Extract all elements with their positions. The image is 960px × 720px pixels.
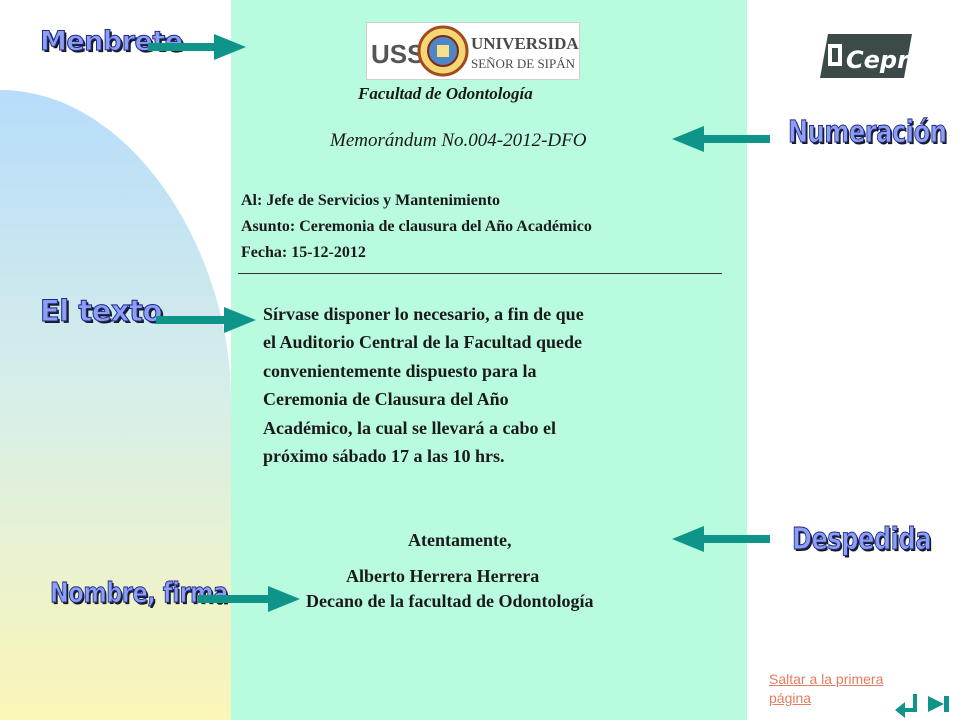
body-line: el Auditorio Central de la Facultad qued… <box>263 332 582 353</box>
arrow-left-icon <box>672 126 770 152</box>
memo-panel <box>231 0 747 720</box>
signer-title: Decano de la facultad de Odontología <box>306 591 594 611</box>
memo-header: Al: Jefe de Servicios y Mantenimiento As… <box>241 188 592 266</box>
arrow-right-icon <box>148 34 246 60</box>
label-membrete: Menbrete <box>40 26 184 58</box>
cepre-logo: Cepre <box>820 34 914 78</box>
label-el-texto: El texto <box>40 294 163 329</box>
body-line: próximo sábado 17 a las 10 hrs. <box>263 446 505 467</box>
university-logo: USS UNIVERSIDAD SEÑOR DE SIPÁN <box>366 22 580 80</box>
logo-line1: UNIVERSIDAD <box>471 34 580 53</box>
label-despedida: Despedida <box>792 522 932 558</box>
arrow-right-icon <box>156 307 256 333</box>
forward-nav-icon[interactable] <box>924 690 952 718</box>
memo-number: Memorándum No.004-2012-DFO <box>330 130 587 151</box>
memo-to: Al: Jefe de Servicios y Mantenimiento <box>241 192 501 209</box>
body-line: Sírvase disponer lo necesario, a fin de … <box>263 304 584 324</box>
cepre-wordmark: Cepre <box>846 46 914 74</box>
first-page-link[interactable]: Saltar a la primera página <box>769 671 884 706</box>
logo-initials: USS <box>371 39 424 69</box>
body-line: Ceremonia de Clausura del Año <box>263 389 509 410</box>
arrow-right-icon <box>198 586 300 612</box>
body-line: convenientemente dispuesto para la <box>263 360 537 381</box>
back-nav-icon[interactable] <box>893 690 921 718</box>
memo-closing: Atentamente, <box>408 530 512 550</box>
logo-line2: SEÑOR DE SIPÁN <box>471 56 576 71</box>
faculty-name: Facultad de Odontología <box>358 84 533 103</box>
arrow-left-icon <box>672 526 770 552</box>
body-line: Académico, la cual se llevará a cabo el <box>263 417 556 438</box>
memo-body: Sírvase disponer lo necesario, a fin de … <box>263 300 703 470</box>
label-numeracion: Numeración <box>788 115 948 151</box>
signer-name: Alberto Herrera Herrera <box>346 566 540 586</box>
memo-date: Fecha: 15-12-2012 <box>241 244 366 261</box>
label-nombre-firma: Nombre, firma <box>50 576 229 610</box>
memo-subject: Asunto: Ceremonia de clausura del Año Ac… <box>241 218 592 235</box>
header-divider <box>238 273 722 274</box>
